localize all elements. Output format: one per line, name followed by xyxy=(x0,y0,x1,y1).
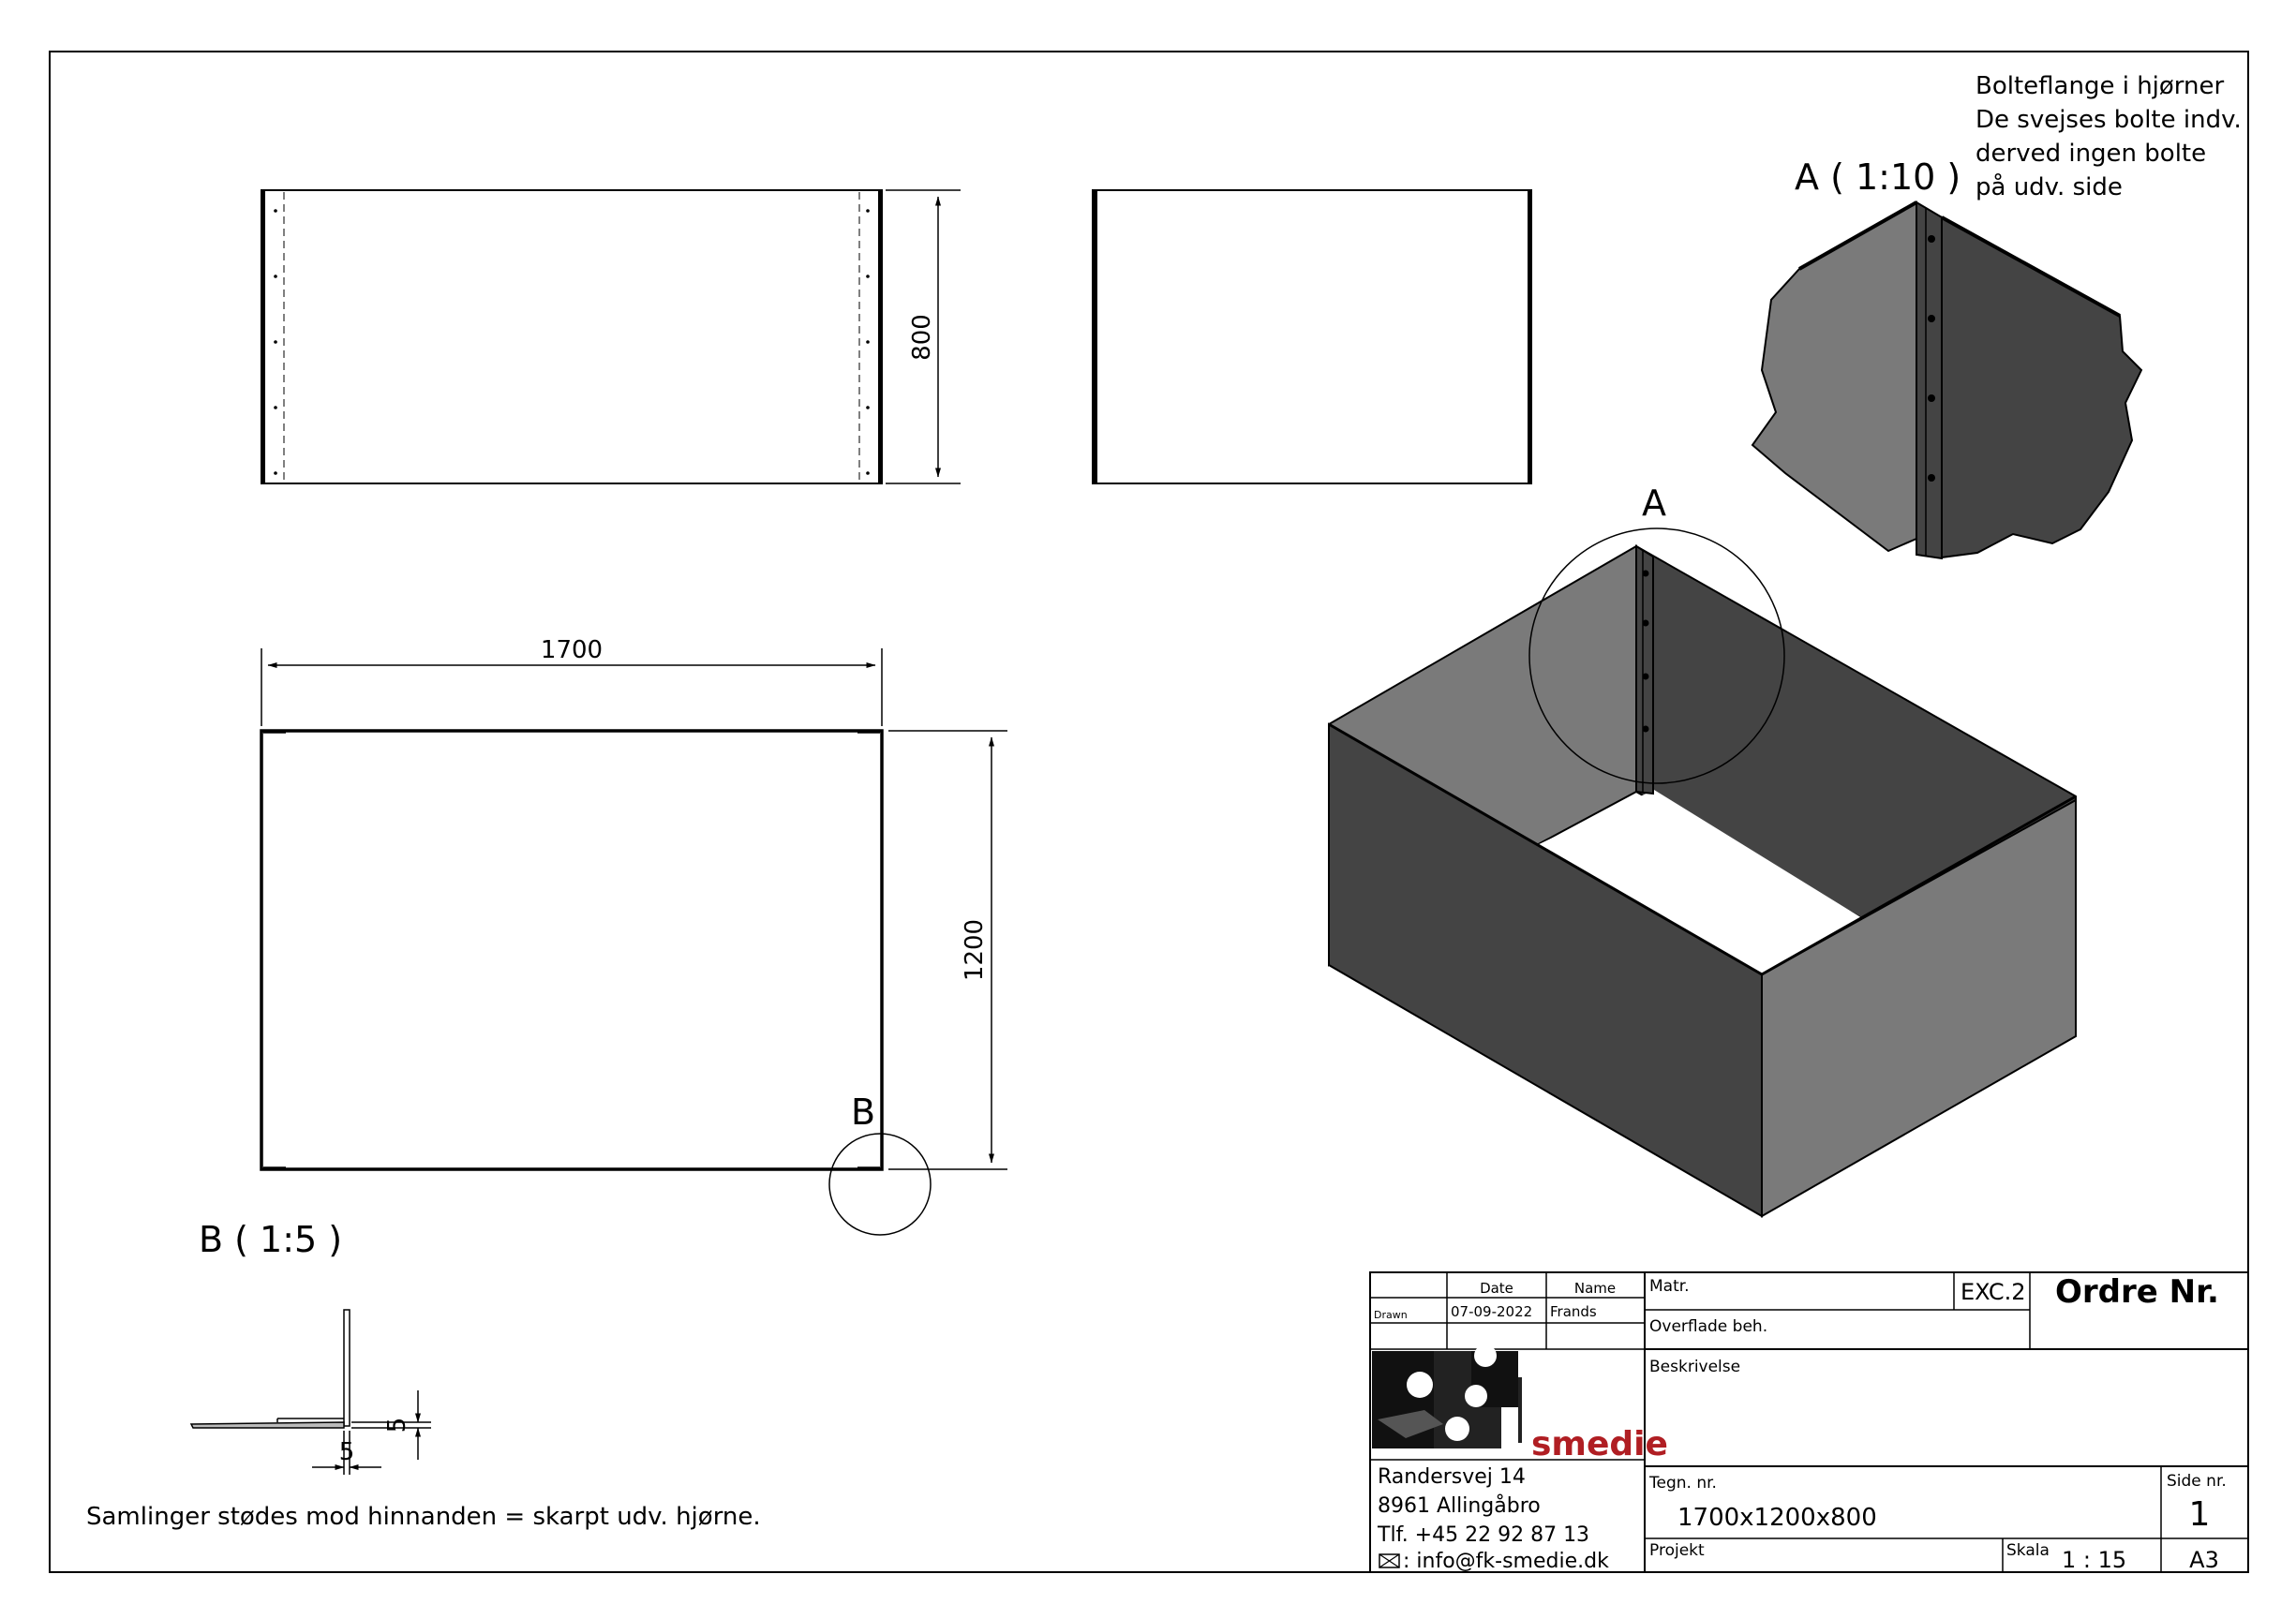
paper-size: A3 xyxy=(2189,1547,2219,1573)
exc-label: EXC.2 xyxy=(1961,1279,2026,1305)
detail-b-callout: B xyxy=(851,1092,875,1133)
dim-side-height: 800 xyxy=(908,314,936,361)
scale-label: Skala xyxy=(2006,1541,2050,1560)
logo-text: smedie xyxy=(1531,1425,1668,1463)
bolt-flange-note: Bolteflange i hjørner De svejses bolte i… xyxy=(1975,72,2242,201)
drawn-name: Frands xyxy=(1550,1303,1597,1320)
drawing-no-label: Tegn. nr. xyxy=(1648,1474,1717,1493)
note-line-1: Bolteflange i hjørner xyxy=(1975,72,2225,100)
date-header: Date xyxy=(1480,1280,1513,1297)
detail-a: A ( 1:10 ) xyxy=(1751,156,2143,560)
project-label: Projekt xyxy=(1649,1541,1705,1560)
detail-b: B ( 1:5 ) 5 5 xyxy=(189,1219,431,1475)
description-label: Beskrivelse xyxy=(1649,1358,1740,1376)
dim-width: 1200 xyxy=(961,919,989,981)
scale-value: 1 : 15 xyxy=(2062,1547,2126,1573)
detail-b-circle xyxy=(828,1133,932,1236)
detail-b-title: B ( 1:5 ) xyxy=(199,1219,342,1260)
note-line-3: derved ingen bolte xyxy=(1975,140,2206,168)
matr-label: Matr. xyxy=(1649,1277,1690,1296)
dim-length: 1700 xyxy=(541,636,603,664)
drawing-no: 1700x1200x800 xyxy=(1677,1504,1877,1532)
title-block: Date Name Drawn 07-09-2022 Frands smedie… xyxy=(1369,1271,2249,1573)
address-line-3: Tlf. +45 22 92 87 13 xyxy=(1377,1523,1589,1547)
address-line-2: 8961 Allingåbro xyxy=(1378,1493,1541,1518)
detail-b-dim-horizontal: 5 xyxy=(339,1438,355,1466)
note-line-4: på udv. side xyxy=(1975,172,2123,201)
name-header: Name xyxy=(1574,1280,1616,1297)
detail-a-right-panel xyxy=(1941,215,2143,559)
note-line-2: De svejses bolte indv. xyxy=(1975,106,2242,134)
front-view: 800 xyxy=(261,189,961,484)
inner-floor-gap xyxy=(1533,790,1867,979)
address-line-1: Randersvej 14 xyxy=(1378,1465,1526,1489)
surface-label: Overflade beh. xyxy=(1649,1317,1767,1336)
email: : info@fk-smedie.dk xyxy=(1403,1550,1609,1573)
company-logo: smedie xyxy=(1372,1344,1668,1463)
side-view xyxy=(1092,189,1532,484)
envelope-icon xyxy=(1379,1553,1400,1568)
isometric-view: A xyxy=(1328,483,2077,1218)
order-label: Ordre Nr. xyxy=(2055,1273,2219,1311)
top-view: 1700 1200 B xyxy=(260,636,1007,1236)
outer-front-right-wall xyxy=(1761,798,2077,1218)
detail-a-circle xyxy=(1528,527,1785,784)
detail-a-callout: A xyxy=(1642,483,1666,524)
detail-a-left-panel xyxy=(1751,201,1917,553)
corner-flange xyxy=(1635,544,1654,795)
sheet-border xyxy=(49,51,2249,1573)
drawn-label: Drawn xyxy=(1374,1309,1408,1321)
joint-note: Samlinger stødes mod hinnanden = skarpt … xyxy=(86,1503,761,1531)
page-no: 1 xyxy=(2189,1495,2211,1534)
page-label: Side nr. xyxy=(2167,1472,2227,1491)
detail-a-flange xyxy=(1916,201,1943,560)
bolt-hole-markers xyxy=(274,209,870,475)
detail-b-dim-vertical: 5 xyxy=(383,1418,411,1433)
detail-a-title: A ( 1:10 ) xyxy=(1795,156,1961,198)
drawn-date: 07-09-2022 xyxy=(1451,1303,1532,1320)
